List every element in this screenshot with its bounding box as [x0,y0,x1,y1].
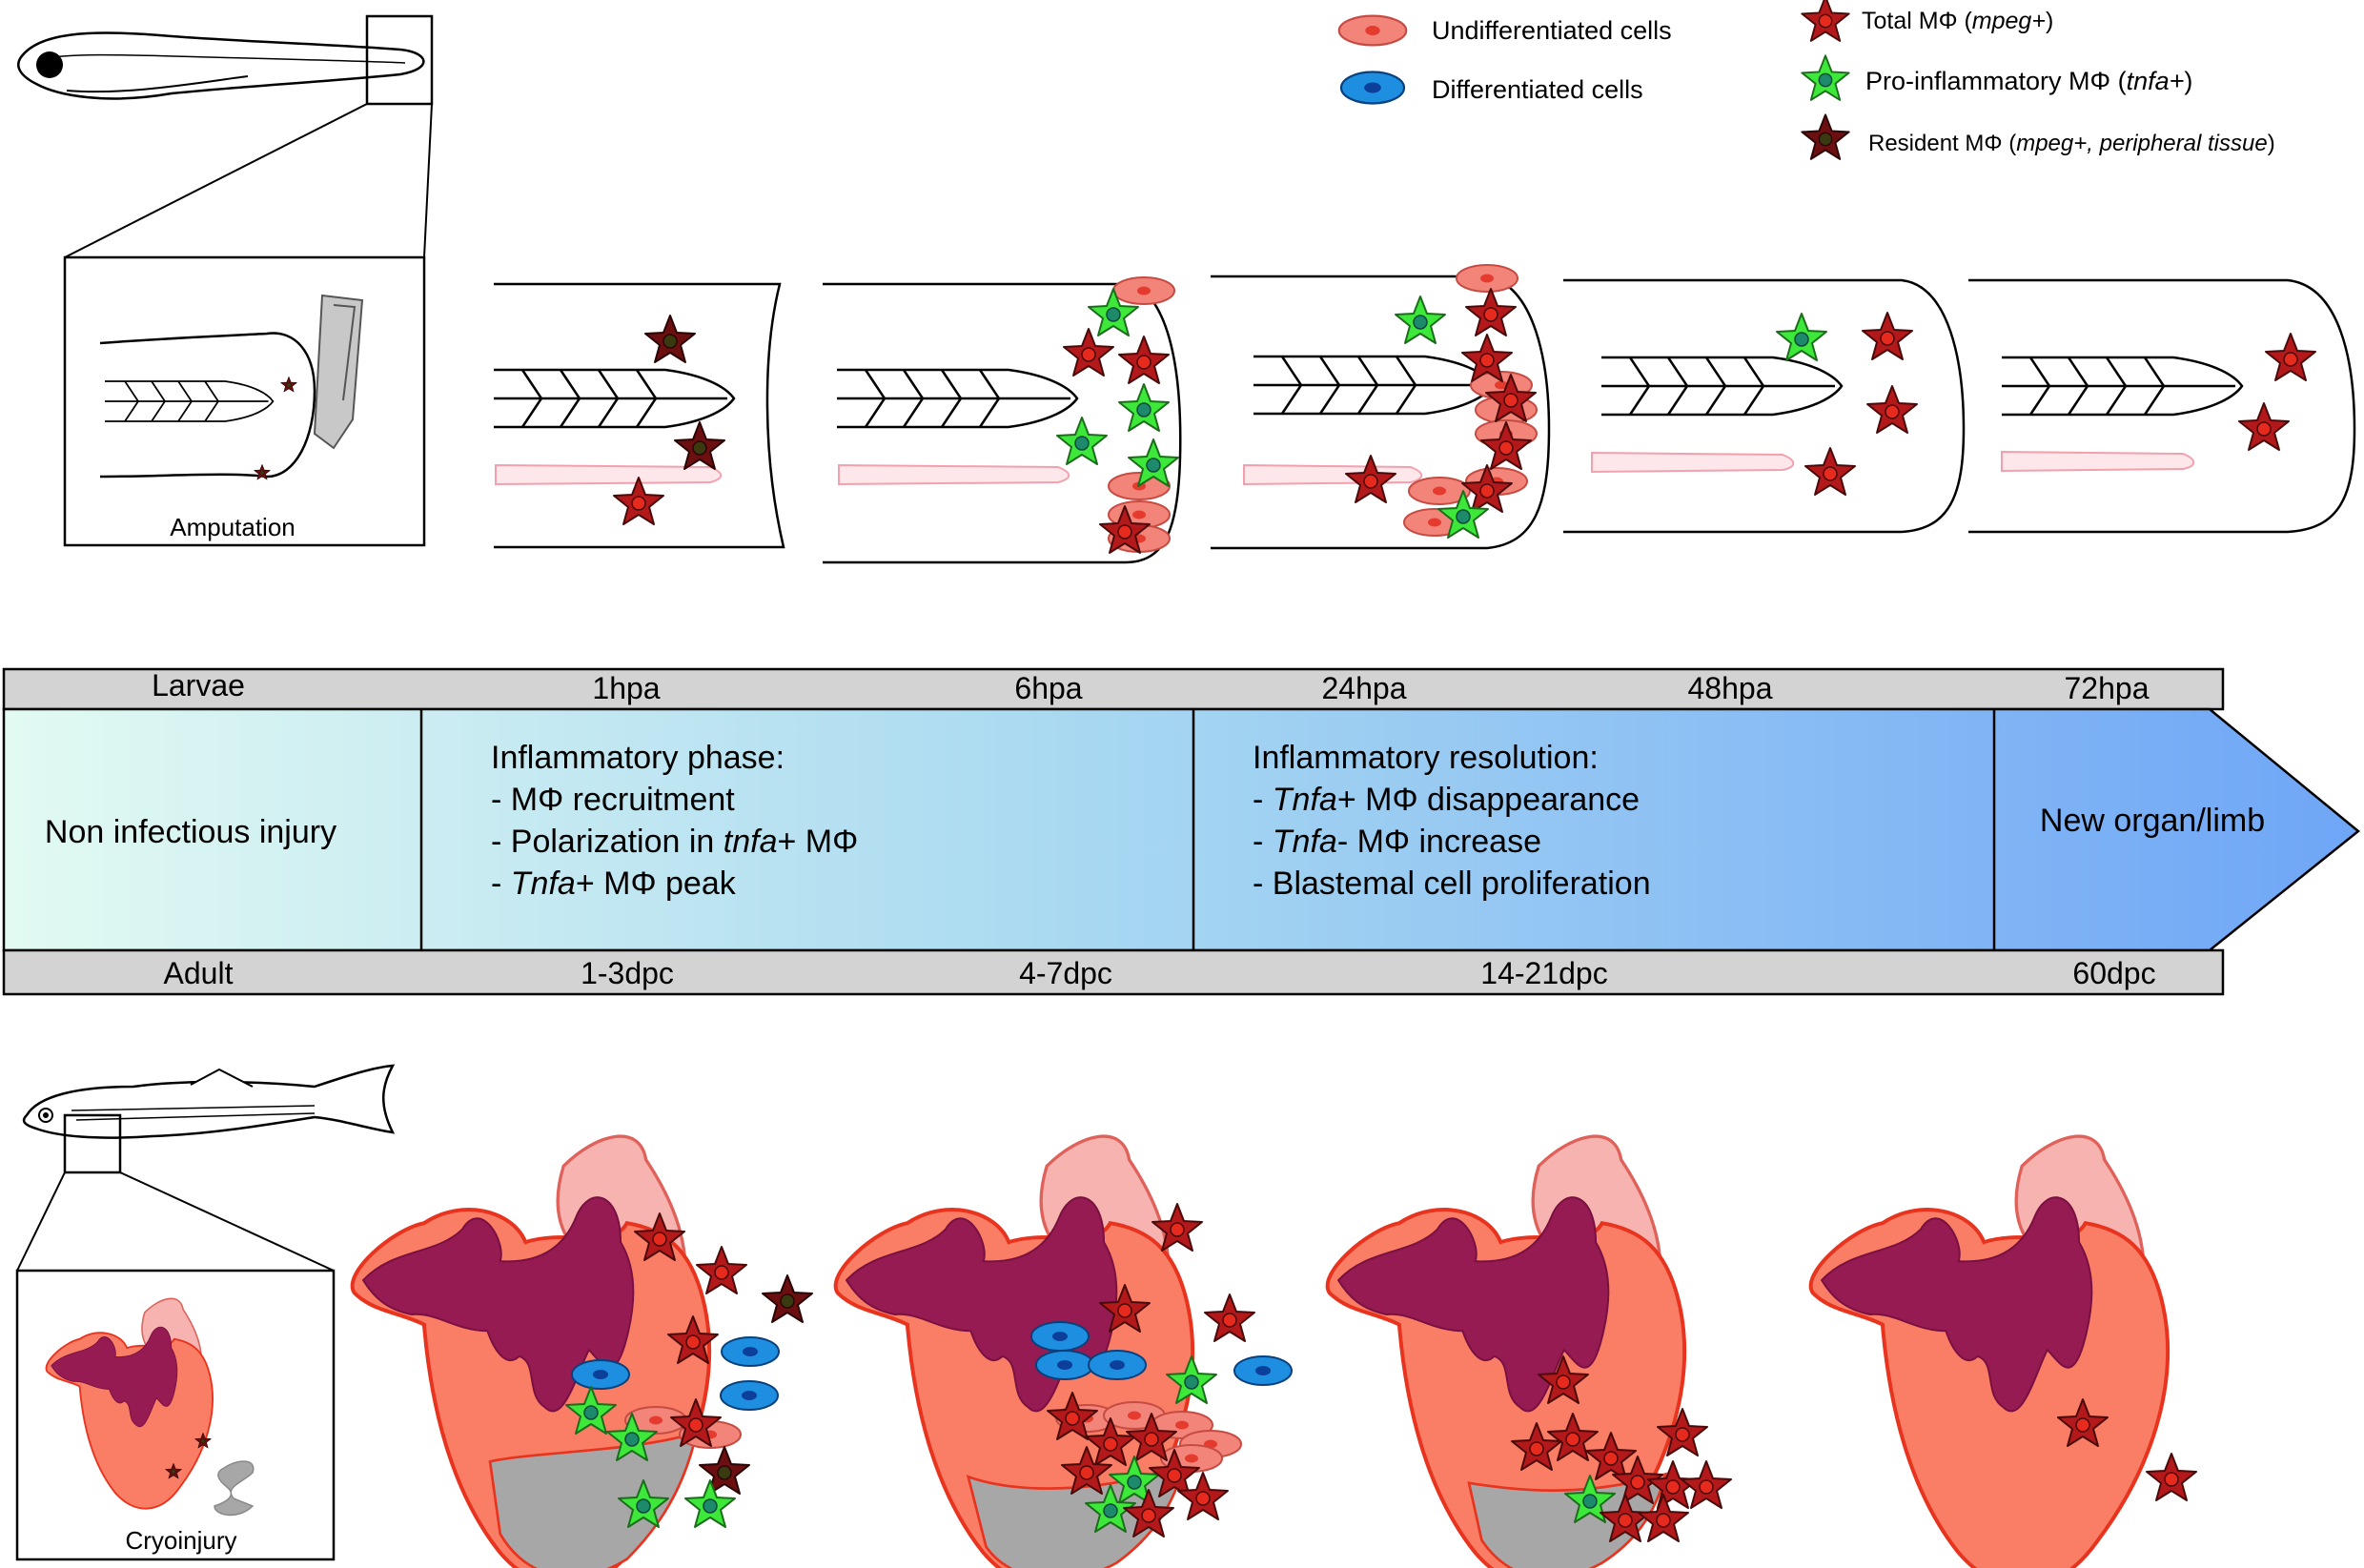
adult-time-14-21dpc: 14-21dpc [1480,956,1607,990]
phase1-line3: - Tnfa+ MΦ peak [491,865,737,902]
legend-differentiated-label: Differentiated cells [1432,75,1643,104]
amputation-site-box [365,14,434,106]
phase2-title: Inflammatory resolution: [1253,740,1599,776]
adult-time-4-7dpc: 4-7dpc [1019,956,1112,990]
larvae-time-bar [2,667,2225,711]
phase2-line1: - Tnfa+ MΦ disappearance [1253,782,1640,818]
heart-60dpc [1808,1134,2170,1568]
fin-1hpa [492,282,785,549]
amputation-panel: Amputation [63,255,426,547]
legend-undifferentiated-label: Undifferentiated cells [1432,16,1672,45]
larvae-time-48hpa: 48hpa [1688,671,1773,705]
legend-pro-inflammatory-label: Pro-inflammatory MΦ (tnfa+) [1865,67,2192,95]
larvae-time-72hpa: 72hpa [2065,671,2150,705]
fin-6hpa [823,276,1182,564]
heart-1-3dpc [350,1134,712,1568]
fin-72hpa [1968,278,2356,534]
phase2-line2: - Tnfa- MΦ increase [1253,824,1541,860]
heart-14-21dpc [1325,1134,1687,1568]
legend-undifferentiated-cell-icon [1337,14,1408,47]
timeline: Larvae 1hpa 6hpa 24hpa 48hpa 72hpa Non i… [2,667,2360,996]
larva-illustration [17,14,434,258]
legend-total-mphi-label: Total MΦ (mpeg+) [1862,8,2053,34]
timeline-gradient-band [2,707,2360,952]
stage-non-infectious-injury: Non infectious injury [45,814,336,850]
legend-resident-mphi-label: Resident MΦ (mpeg+, peripheral tissue) [1868,131,2275,156]
phase1-line1: - MΦ recruitment [491,782,735,818]
legend: Undifferentiated cells Differentiated ce… [1337,0,2275,160]
heart-4-7dpc [833,1134,1195,1568]
inflammatory-phase-text: Inflammatory phase: - MΦ recruitment - P… [491,740,858,902]
fin-24hpa [1211,264,1551,550]
cryoinjury-panel: Cryoinjury [15,1269,336,1561]
adult-time-1-3dpc: 1-3dpc [581,956,674,990]
amputation-label: Amputation [170,513,296,541]
larvae-time-6hpa: 6hpa [1014,671,1082,705]
larvae-label: Larvae [152,668,245,703]
adult-time-bar [2,948,2225,996]
phase2-line3: - Blastemal cell proliferation [1253,865,1651,902]
adult-time-60dpc: 60dpc [2072,956,2155,990]
legend-pro-inflammatory-mphi-icon [1801,54,1850,101]
legend-total-mphi-icon [1801,0,1850,42]
larvae-time-1hpa: 1hpa [592,671,660,705]
stage-new-organ: New organ/limb [2040,803,2265,839]
phase1-title: Inflammatory phase: [491,740,785,776]
adult-label: Adult [164,956,234,990]
legend-resident-mphi-icon [1801,113,1850,160]
legend-differentiated-cell-icon [1339,71,1406,105]
cryoinjury-site-box [63,1113,122,1174]
inflammatory-resolution-text: Inflammatory resolution: - Tnfa+ MΦ disa… [1253,740,1651,902]
adult-fish-illustration [16,1064,396,1272]
phase1-line2: - Polarization in tnfa+ MΦ [491,824,858,860]
cryoinjury-label: Cryoinjury [125,1526,236,1555]
fin-48hpa [1563,278,1966,534]
larvae-time-24hpa: 24hpa [1322,671,1407,705]
larva-eye [36,51,63,78]
